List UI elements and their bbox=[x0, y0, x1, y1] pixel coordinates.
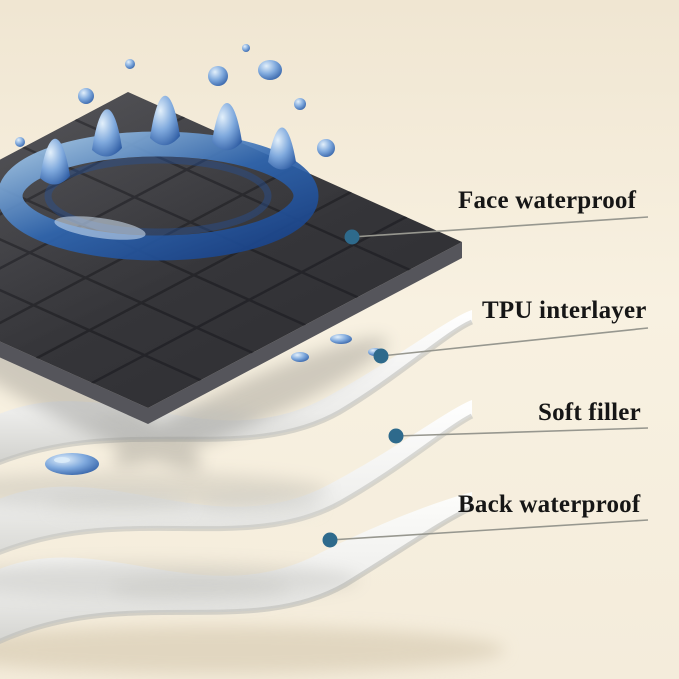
callout-dot-soft-filler bbox=[388, 428, 404, 444]
face-layer-shadow bbox=[0, 313, 388, 471]
callout-label-soft-filler: Soft filler bbox=[538, 399, 641, 426]
splash-crown bbox=[40, 95, 296, 185]
callout-dot-back-waterproof bbox=[322, 532, 338, 548]
water-splash bbox=[0, 44, 335, 261]
tpu-interlayer-layer bbox=[0, 310, 474, 475]
filler-shadow bbox=[0, 562, 360, 598]
callout-label-tpu-interlayer: TPU interlayer bbox=[482, 297, 647, 324]
callout-line-face-waterproof bbox=[351, 216, 649, 238]
callout-label-back-waterproof: Back waterproof bbox=[458, 491, 641, 518]
callout-label-face-waterproof: Face waterproof bbox=[458, 187, 637, 214]
callout-dots bbox=[322, 229, 404, 548]
callout-line-tpu-interlayer bbox=[380, 327, 649, 357]
splash-droplets bbox=[15, 44, 335, 157]
callout-dot-tpu-interlayer bbox=[373, 348, 389, 364]
callout-dot-face-waterproof bbox=[344, 229, 360, 245]
ground-shadow bbox=[0, 626, 505, 674]
water-droplets bbox=[45, 334, 382, 475]
callout-line-back-waterproof bbox=[329, 519, 649, 541]
tpu-shadow bbox=[0, 472, 330, 508]
callout-line-soft-filler bbox=[395, 427, 649, 437]
callout-connectors bbox=[329, 216, 649, 541]
